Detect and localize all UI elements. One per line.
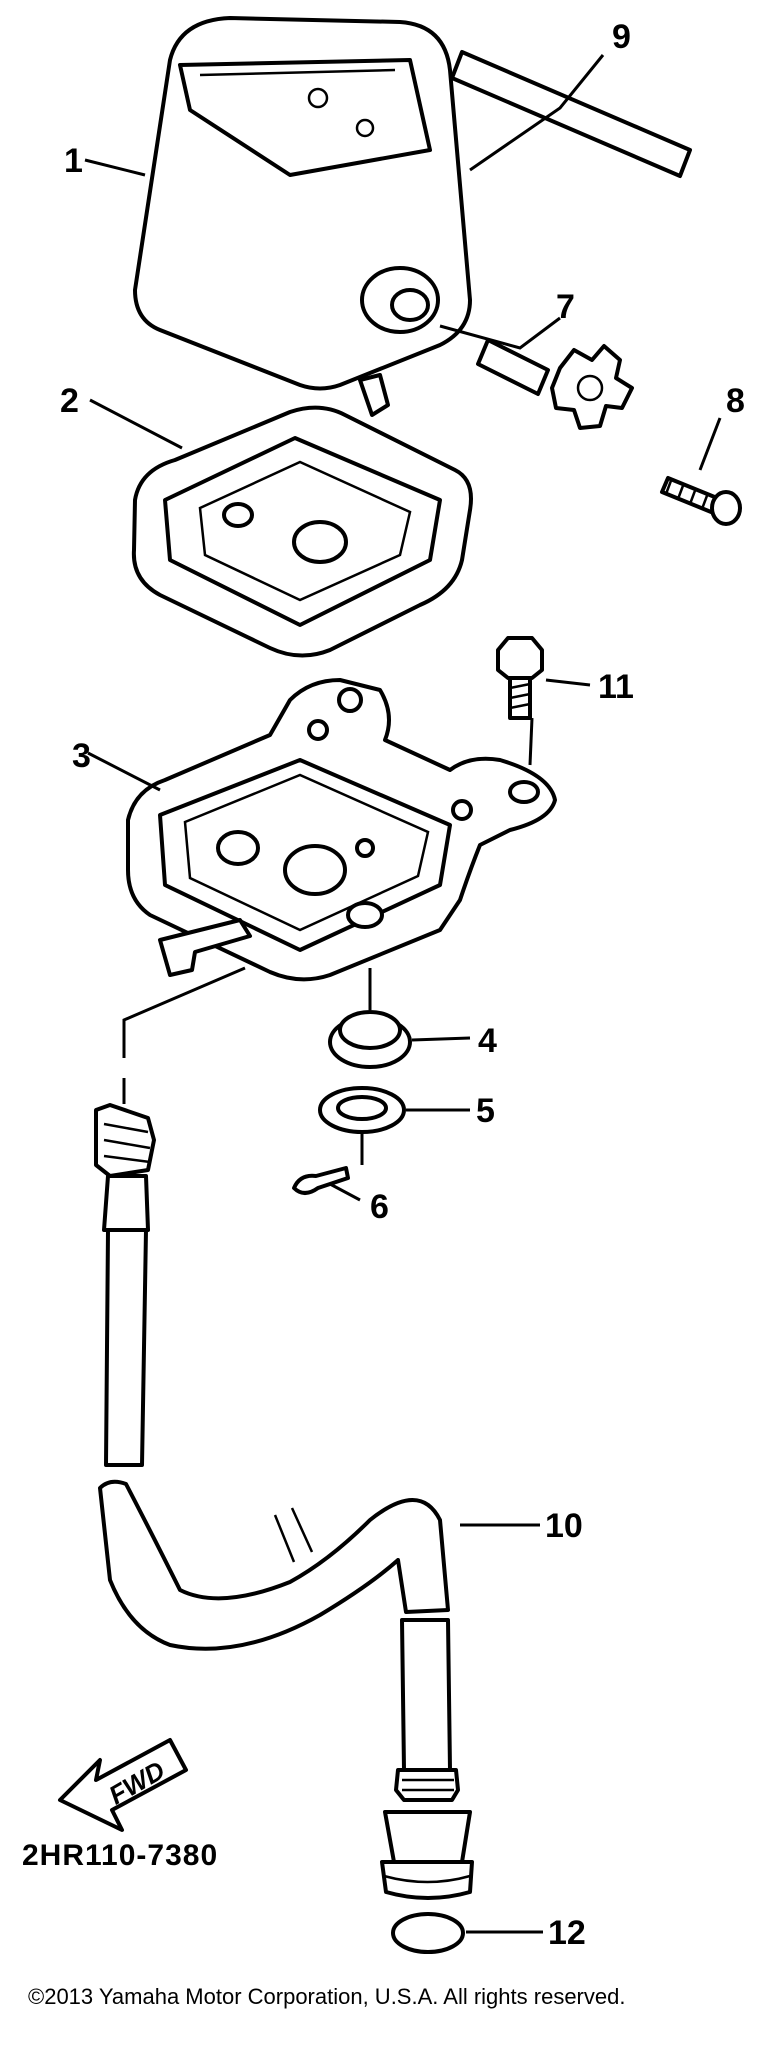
screw-part <box>660 476 742 526</box>
callout-5: 5 <box>476 1092 495 1130</box>
cotter-pin-part <box>292 1166 350 1195</box>
leader-lines <box>84 54 722 1934</box>
meter-bracket-part <box>126 678 557 982</box>
washer-part <box>318 1086 406 1134</box>
grommet-part <box>328 1010 412 1069</box>
o-ring-part <box>391 1912 465 1954</box>
callout-11: 11 <box>598 668 634 706</box>
rubber-strip-part <box>450 50 692 178</box>
copyright-notice: ©2013 Yamaha Motor Corporation, U.S.A. A… <box>28 1984 625 2009</box>
callout-numbers: 1 2 3 4 5 6 7 8 9 10 11 12 <box>60 18 745 1952</box>
callout-4: 4 <box>478 1022 497 1060</box>
callout-3: 3 <box>72 737 91 775</box>
callout-2: 2 <box>60 382 79 420</box>
meter-cushion-part <box>131 405 473 658</box>
callout-6: 6 <box>370 1188 389 1226</box>
callout-9: 9 <box>612 18 631 56</box>
drawing-code: 2HR110-7380 <box>22 1839 218 1872</box>
forward-direction-arrow: FWD <box>58 1738 188 1832</box>
callout-12: 12 <box>548 1914 586 1952</box>
callout-7: 7 <box>556 288 575 326</box>
speedometer-cable-part <box>94 1078 474 1900</box>
drive-gear-part <box>476 338 634 430</box>
callout-8: 8 <box>726 382 745 420</box>
bolt-part <box>496 636 544 720</box>
callout-1: 1 <box>64 142 83 180</box>
meter-housing-part <box>133 16 472 417</box>
callout-10: 10 <box>545 1507 583 1545</box>
